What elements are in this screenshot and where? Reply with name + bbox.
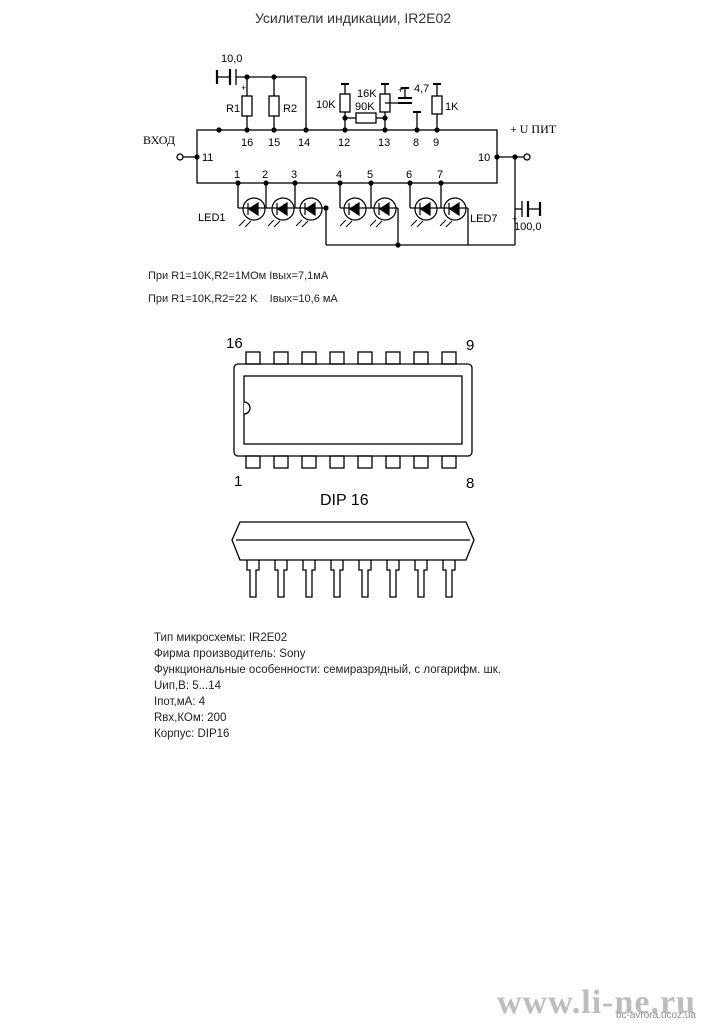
spec-manufacturer: Фирма производитель: Sony	[154, 648, 306, 660]
pin-5: 5	[367, 169, 373, 181]
pin-14: 14	[298, 137, 310, 149]
cap-mid-label: 4,7	[414, 83, 429, 95]
pin-7: 7	[437, 169, 443, 181]
pkg-pin-16: 16	[226, 335, 243, 352]
pin-4: 4	[336, 169, 342, 181]
pin-8: 8	[413, 137, 419, 149]
pin-3: 3	[291, 169, 297, 181]
pin-6: 6	[406, 169, 412, 181]
pkg-pin-9: 9	[466, 337, 474, 354]
watermark: www.li-ne.ru	[497, 984, 696, 1021]
supply-label: + U ПИТ	[510, 122, 557, 136]
led-3	[299, 197, 323, 221]
pin-9: 9	[433, 137, 439, 149]
spec-input-resistance: Rвх,КОм: 200	[154, 712, 227, 724]
led-1	[242, 197, 266, 221]
pin-13: 13	[378, 137, 390, 149]
cap-in-plus: +	[241, 83, 246, 93]
led-2	[271, 197, 295, 221]
spec-features: Функциональные особенности: семиразрядны…	[154, 664, 501, 676]
input-label: ВХОД	[143, 133, 175, 147]
pin-2: 2	[262, 169, 268, 181]
dip16-side-view	[231, 521, 475, 598]
r16k-label: 16K	[357, 88, 377, 100]
led-4	[343, 197, 367, 221]
led-last-label: LED7	[470, 213, 498, 225]
dip16-top-view	[233, 351, 473, 469]
cap-in-label: 10,0	[221, 53, 242, 65]
pin-10: 10	[478, 152, 490, 164]
schematic-diagram: ВХОД + U ПИТ 10,0 + 100,0 + 4,7 + R1 R2 …	[143, 53, 557, 598]
spec-supply-voltage: Uип,В: 5...14	[154, 680, 221, 692]
note-line-2: При R1=10K,R2=22 K Iвых=10,6 мА	[148, 293, 338, 305]
r10k-label: 10K	[316, 99, 336, 111]
pin-11: 11	[202, 152, 213, 164]
pin-16: 16	[241, 137, 253, 149]
note-line-1: При R1=10K,R2=1МОм Iвых=7,1мА	[148, 270, 329, 282]
r2-label: R2	[283, 103, 297, 115]
pin-15: 15	[268, 137, 280, 149]
pin-12: 12	[338, 137, 350, 149]
cap-out-label: 100,0	[514, 221, 542, 233]
spec-supply-current: Iпот,мА: 4	[154, 696, 206, 708]
pin-1: 1	[234, 169, 240, 181]
watermark-sub: bc-avrora.ucoz.ua	[615, 1010, 696, 1021]
led-5	[373, 197, 397, 221]
page-title: Усилители индикации, IR2E02	[254, 10, 452, 26]
spec-type: Тип микросхемы: IR2E02	[154, 632, 288, 644]
cap-mid-plus: +	[398, 85, 403, 95]
spec-package: Корпус: DIP16	[154, 728, 230, 740]
cap-out-plus: +	[512, 214, 517, 224]
pkg-pin-8: 8	[466, 475, 474, 492]
led-6	[414, 197, 438, 221]
led-first-label: LED1	[198, 212, 226, 224]
led-7	[443, 197, 467, 221]
pkg-pin-1: 1	[234, 473, 242, 490]
r90k-label: 90K	[355, 101, 375, 113]
r1k-label: 1K	[445, 101, 459, 113]
package-name: DIP 16	[320, 492, 369, 509]
r1-label: R1	[226, 103, 240, 115]
